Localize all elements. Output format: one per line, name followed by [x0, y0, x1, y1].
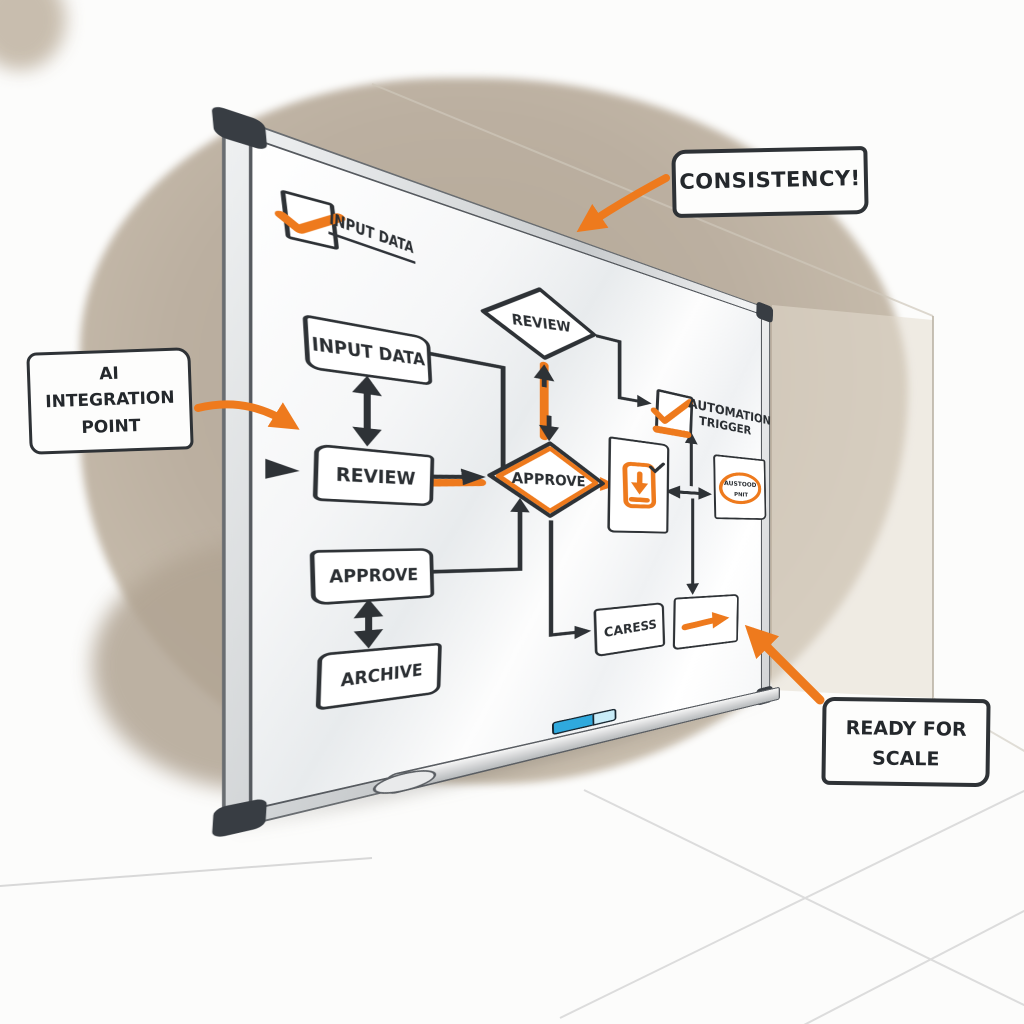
- scribble-line1: AUSTOOD: [724, 479, 757, 489]
- callout-ready-line2: SCALE: [871, 747, 940, 771]
- wall-panel: [772, 305, 933, 698]
- node-approve-label: APPROVE: [329, 564, 419, 588]
- node-approve: APPROVE: [309, 548, 435, 606]
- callout-ready-line1: READY FOR: [845, 717, 967, 741]
- forward-arrow-icon: [675, 596, 737, 648]
- scribble-line2: PNIT: [733, 491, 748, 499]
- callout-ai-line3: POINT: [81, 415, 141, 438]
- callout-ai-line2: INTEGRATION: [45, 388, 175, 413]
- diamond-approve: APPROVE: [486, 433, 607, 521]
- download-document-icon: [610, 439, 667, 532]
- node-review: REVIEW: [312, 443, 435, 507]
- diamond-approve-label: APPROVE: [511, 468, 586, 490]
- download-box: [607, 436, 670, 534]
- callout-ai-integration-point: AI INTEGRATION POINT: [26, 347, 194, 455]
- callout-ai-line1: AI: [98, 363, 120, 385]
- callout-consistency: CONSISTENCY!: [671, 145, 869, 219]
- node-review-label: REVIEW: [335, 463, 416, 489]
- scribble-text: AUSTOOD PNIT: [723, 476, 757, 499]
- callout-ready-for-scale: READY FOR SCALE: [821, 696, 991, 788]
- scribble-box: AUSTOOD PNIT: [713, 454, 767, 520]
- callout-consistency-label: CONSISTENCY!: [679, 166, 861, 194]
- node-caress-label: CARESS: [603, 617, 657, 641]
- node-archive-label: ARCHIVE: [339, 659, 423, 692]
- node-input-data-label: INPUT DATA: [311, 332, 426, 370]
- forward-arrow-box: [672, 593, 739, 651]
